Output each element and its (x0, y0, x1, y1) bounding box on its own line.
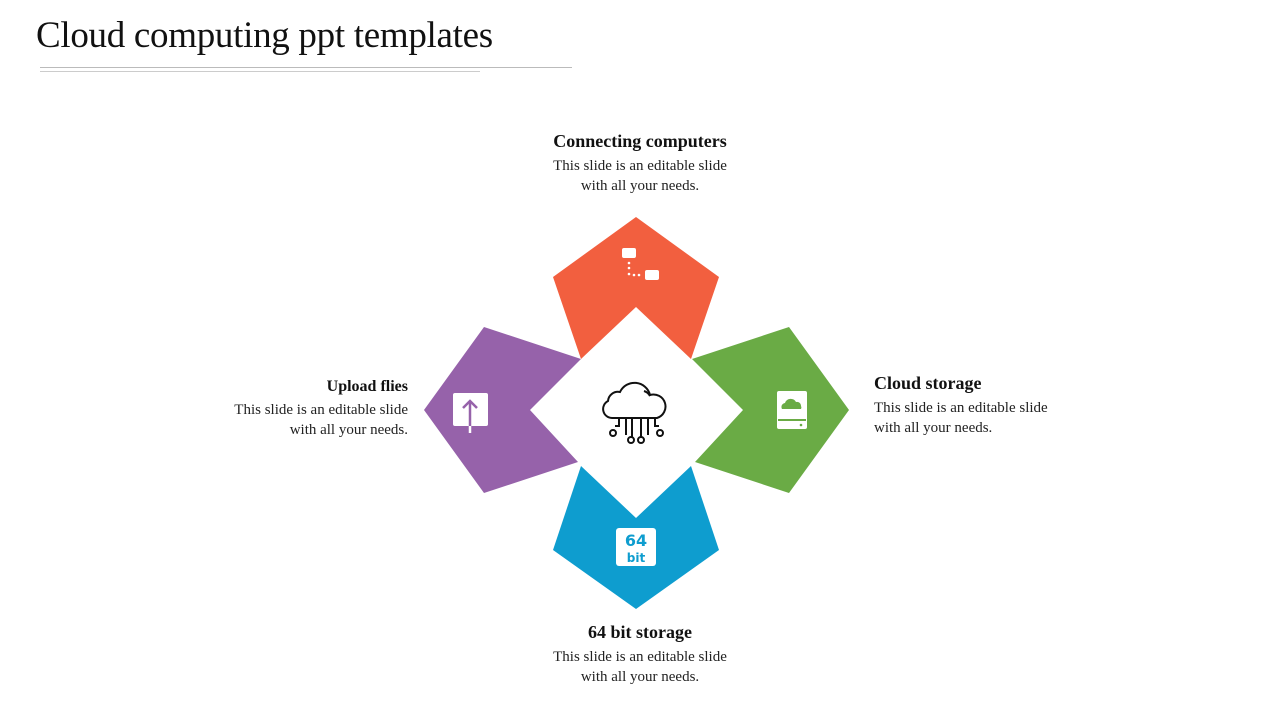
network-nodes-icon (622, 248, 659, 280)
connecting-computers-shape (553, 217, 719, 359)
item-desc-line2: with all your needs. (874, 420, 993, 436)
item-desc-line1: This slide is an editable slide (553, 649, 727, 665)
connecting-computers-block: Connecting computers This slide is an ed… (490, 131, 790, 196)
item-heading: 64 bit storage (588, 622, 692, 642)
item-desc-line1: This slide is an editable slide (234, 402, 408, 418)
slide-title: Cloud computing ppt templates (36, 15, 493, 56)
item-heading: Cloud storage (874, 373, 982, 393)
title-divider (40, 67, 572, 68)
title-divider-secondary (40, 71, 480, 72)
64-bit-storage-block: 64 bit storage This slide is an editable… (490, 622, 790, 687)
item-desc-line2: with all your needs. (580, 669, 700, 685)
item-desc-line2: with all your needs. (580, 178, 700, 194)
upload-block: Upload flies This slide is an editable s… (148, 378, 408, 440)
cloud-computing-icon (602, 381, 667, 444)
cloud-storage-shape (692, 327, 849, 493)
item-heading: Upload flies (326, 378, 408, 395)
upload-shape (424, 327, 581, 493)
upload-icon (453, 393, 488, 433)
badge-64-text: 64 (625, 531, 647, 550)
item-desc-line1: This slide is an editable slide (553, 158, 727, 174)
cloud-storage-block: Cloud storage This slide is an editable … (874, 373, 1134, 438)
item-desc-line2: with all your needs. (289, 422, 408, 438)
64-bit-icon: 64 bit (616, 528, 656, 566)
item-desc-line1: This slide is an editable slide (874, 400, 1048, 416)
badge-bit-text: bit (627, 551, 646, 565)
cloud-drive-icon (777, 391, 807, 429)
item-heading: Connecting computers (553, 131, 727, 151)
